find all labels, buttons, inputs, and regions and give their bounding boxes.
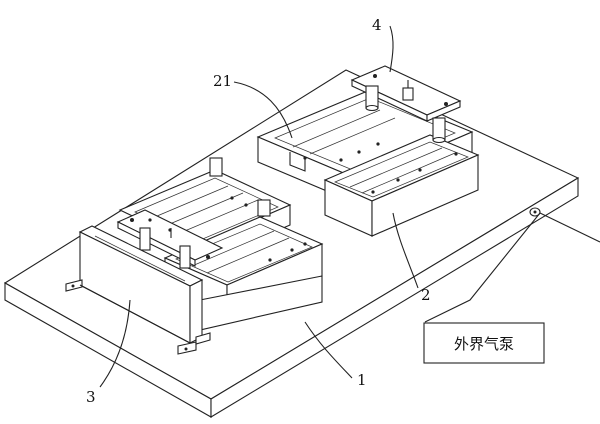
front-plate	[65, 225, 211, 355]
label-4: 4	[372, 16, 382, 34]
leader-lines	[99, 25, 600, 388]
external-pump-box: 外界气泵	[423, 322, 545, 364]
label-3: 3	[86, 388, 96, 406]
left-tray-stack	[116, 157, 324, 331]
label-1: 1	[357, 371, 367, 389]
right-tray-unit	[256, 65, 480, 237]
label-21: 21	[213, 72, 232, 90]
label-2: 2	[421, 286, 431, 304]
external-pump-label: 外界气泵	[454, 335, 514, 353]
